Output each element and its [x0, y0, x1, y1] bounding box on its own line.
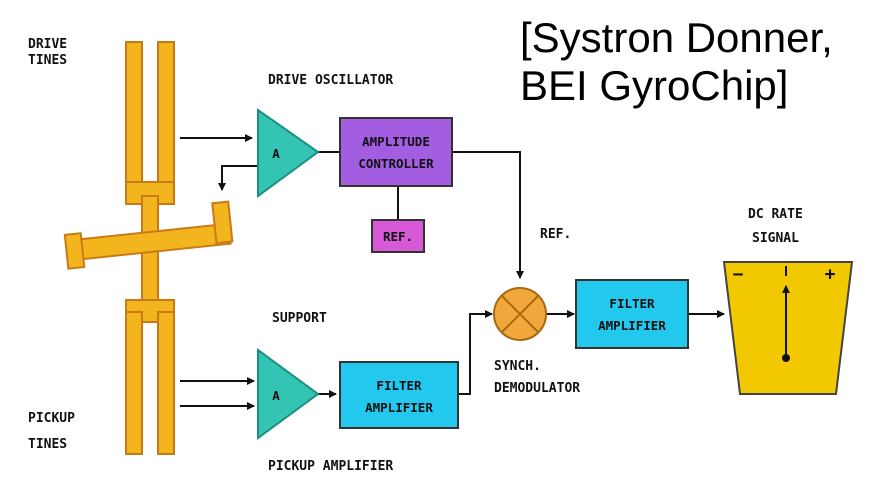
support-end-right [211, 200, 234, 245]
controller-ref-to-demod-wire [452, 151, 524, 279]
ref-block [371, 219, 425, 253]
filter-amplifier-bottom-label-1: FILTER [376, 378, 422, 393]
dc-rate-meter [722, 261, 854, 395]
filter-amplifier-bottom-label-2: AMPLIFIER [365, 400, 433, 415]
ref-block-label: REF. [383, 229, 413, 244]
synch-demodulator-label-2: DEMODULATOR [494, 381, 580, 396]
filter-amplifier-right-block [575, 279, 689, 349]
pickup-tine-right [157, 311, 175, 455]
pickup-tines-label-1: PICKUP [28, 411, 75, 426]
ref-label: REF. [540, 227, 571, 242]
tuning-fork-sensor [63, 41, 234, 455]
drive-tine-right [157, 41, 175, 193]
dc-rate-label-1: DC RATE [748, 207, 803, 222]
amplitude-controller-block [339, 117, 453, 187]
filter-to-demod-wire [458, 310, 493, 395]
amp-feedback-to-fork-wire [218, 165, 258, 191]
pickup-tines-label-2: TINES [28, 437, 67, 452]
filter-amplifier-right-label-2: AMPLIFIER [598, 318, 666, 333]
meter-plus-sign: + [825, 264, 836, 285]
fork-stem [141, 195, 159, 315]
filter-amplifier-bottom-block [339, 361, 459, 429]
drive-tine-left [125, 41, 143, 193]
drive-amplifier [257, 108, 320, 198]
support-label: SUPPORT [272, 311, 327, 326]
pickup-amplifier-label: PICKUP AMPLIFIER [268, 459, 393, 474]
meter-minus-sign: − [733, 264, 744, 285]
pickup-amplifier [257, 348, 320, 440]
amplitude-controller-label-2: CONTROLLER [358, 156, 434, 171]
caption-line-1: [Systron Donner, [520, 14, 833, 61]
pickup-tine-left [125, 311, 143, 455]
support-end-left [63, 232, 86, 270]
caption-line-2: BEI GyroChip] [520, 62, 788, 109]
filter-amplifier-right-label-1: FILTER [609, 296, 655, 311]
synch-demodulator [493, 287, 547, 341]
amplitude-controller-label-1: AMPLITUDE [362, 134, 430, 149]
meter-pivot [782, 354, 790, 362]
drive-tines-label-1: DRIVE [28, 37, 67, 52]
drive-tines-label-2: TINES [28, 53, 67, 68]
dc-rate-label-2: SIGNAL [752, 231, 799, 246]
drive-amplifier-label: A [272, 146, 280, 161]
synch-demodulator-label-1: SYNCH. [494, 359, 541, 374]
pickup-amplifier-block-label: A [272, 388, 280, 403]
drive-oscillator-label: DRIVE OSCILLATOR [268, 73, 393, 88]
